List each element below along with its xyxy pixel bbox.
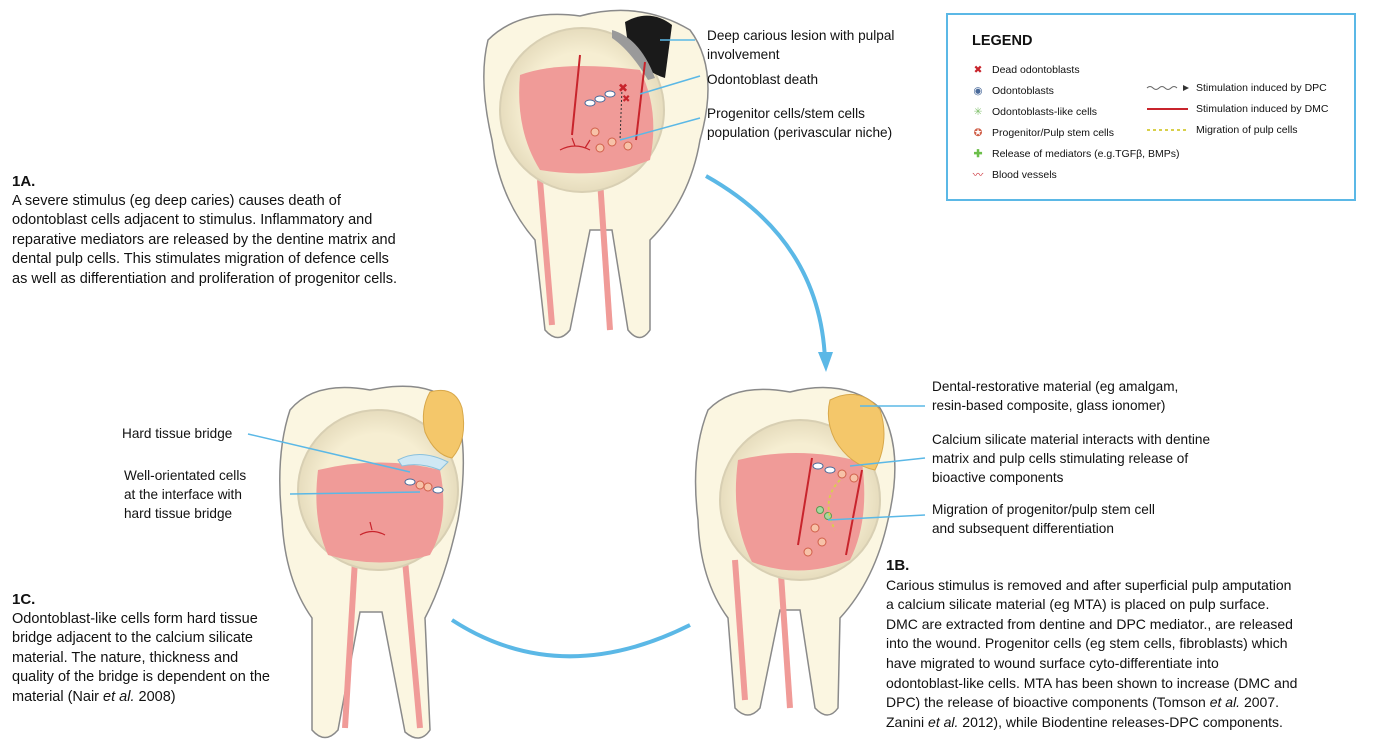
dotted-line-icon <box>1146 126 1190 134</box>
legend-item-blood-vessels: 〰Blood vessels <box>968 168 1057 182</box>
cross-icon: ✖ <box>968 63 988 77</box>
callout-deep-carious-lesion: Deep carious lesion with pulpal involvem… <box>707 26 894 64</box>
legend-box: LEGEND ✖Dead odontoblasts ◉Odontoblasts … <box>946 13 1356 201</box>
progenitor-icon: ✪ <box>968 126 988 140</box>
legend-title: LEGEND <box>972 33 1032 49</box>
callout-odontoblast-death: Odontoblast death <box>707 70 818 89</box>
plus-icon: ✚ <box>968 147 988 161</box>
callout-calcium-silicate: Calcium silicate material interacts with… <box>932 430 1210 487</box>
callout-hard-tissue-bridge: Hard tissue bridge <box>122 424 232 443</box>
tooth-1a: ✖ ✖ <box>484 10 708 337</box>
legend-item-dead-odontoblasts: ✖Dead odontoblasts <box>968 63 1080 77</box>
red-line-icon <box>1146 105 1190 113</box>
legend-item-dpc: Stimulation induced by DPC <box>1146 81 1327 95</box>
legend-item-mediators: ✚Release of mediators (e.g.TGFβ, BMPs) <box>968 147 1180 161</box>
cycle-arrow-1b-1c <box>452 620 690 656</box>
callout-restorative-material: Dental-restorative material (eg amalgam,… <box>932 377 1178 415</box>
vessel-icon: 〰 <box>968 168 988 182</box>
panel-1a-text: 1A. A severe stimulus (eg deep caries) c… <box>12 172 397 289</box>
tooth-1c <box>248 386 464 738</box>
panel-1c-text: 1C. Odontoblast-like cells form hard tis… <box>12 590 270 707</box>
legend-item-dmc: Stimulation induced by DMC <box>1146 102 1328 116</box>
svg-text:✖: ✖ <box>622 94 630 105</box>
legend-item-progenitor: ✪Progenitor/Pulp stem cells <box>968 126 1114 140</box>
legend-item-migration: Migration of pulp cells <box>1146 123 1298 137</box>
panel-1a-heading: 1A. <box>12 172 397 192</box>
panel-1c-heading: 1C. <box>12 590 270 610</box>
panel-1b-text: 1B. Carious stimulus is removed and afte… <box>886 556 1297 732</box>
callout-progenitor-population: Progenitor cells/stem cells population (… <box>707 104 892 142</box>
callout-migration: Migration of progenitor/pulp stem cell a… <box>932 500 1155 538</box>
panel-1b-heading: 1B. <box>886 556 1297 576</box>
legend-item-odontoblast-like: ✳Odontoblasts-like cells <box>968 105 1097 119</box>
svg-text:✖: ✖ <box>618 81 628 95</box>
callout-oriented-cells: Well-orientated cells at the interface w… <box>124 466 246 523</box>
cell-icon: ◉ <box>968 84 988 98</box>
cycle-arrow-1a-1b <box>706 176 825 360</box>
legend-item-odontoblasts: ◉Odontoblasts <box>968 84 1054 98</box>
wavy-arrow-icon <box>1146 84 1190 92</box>
star-cell-icon: ✳ <box>968 105 988 119</box>
